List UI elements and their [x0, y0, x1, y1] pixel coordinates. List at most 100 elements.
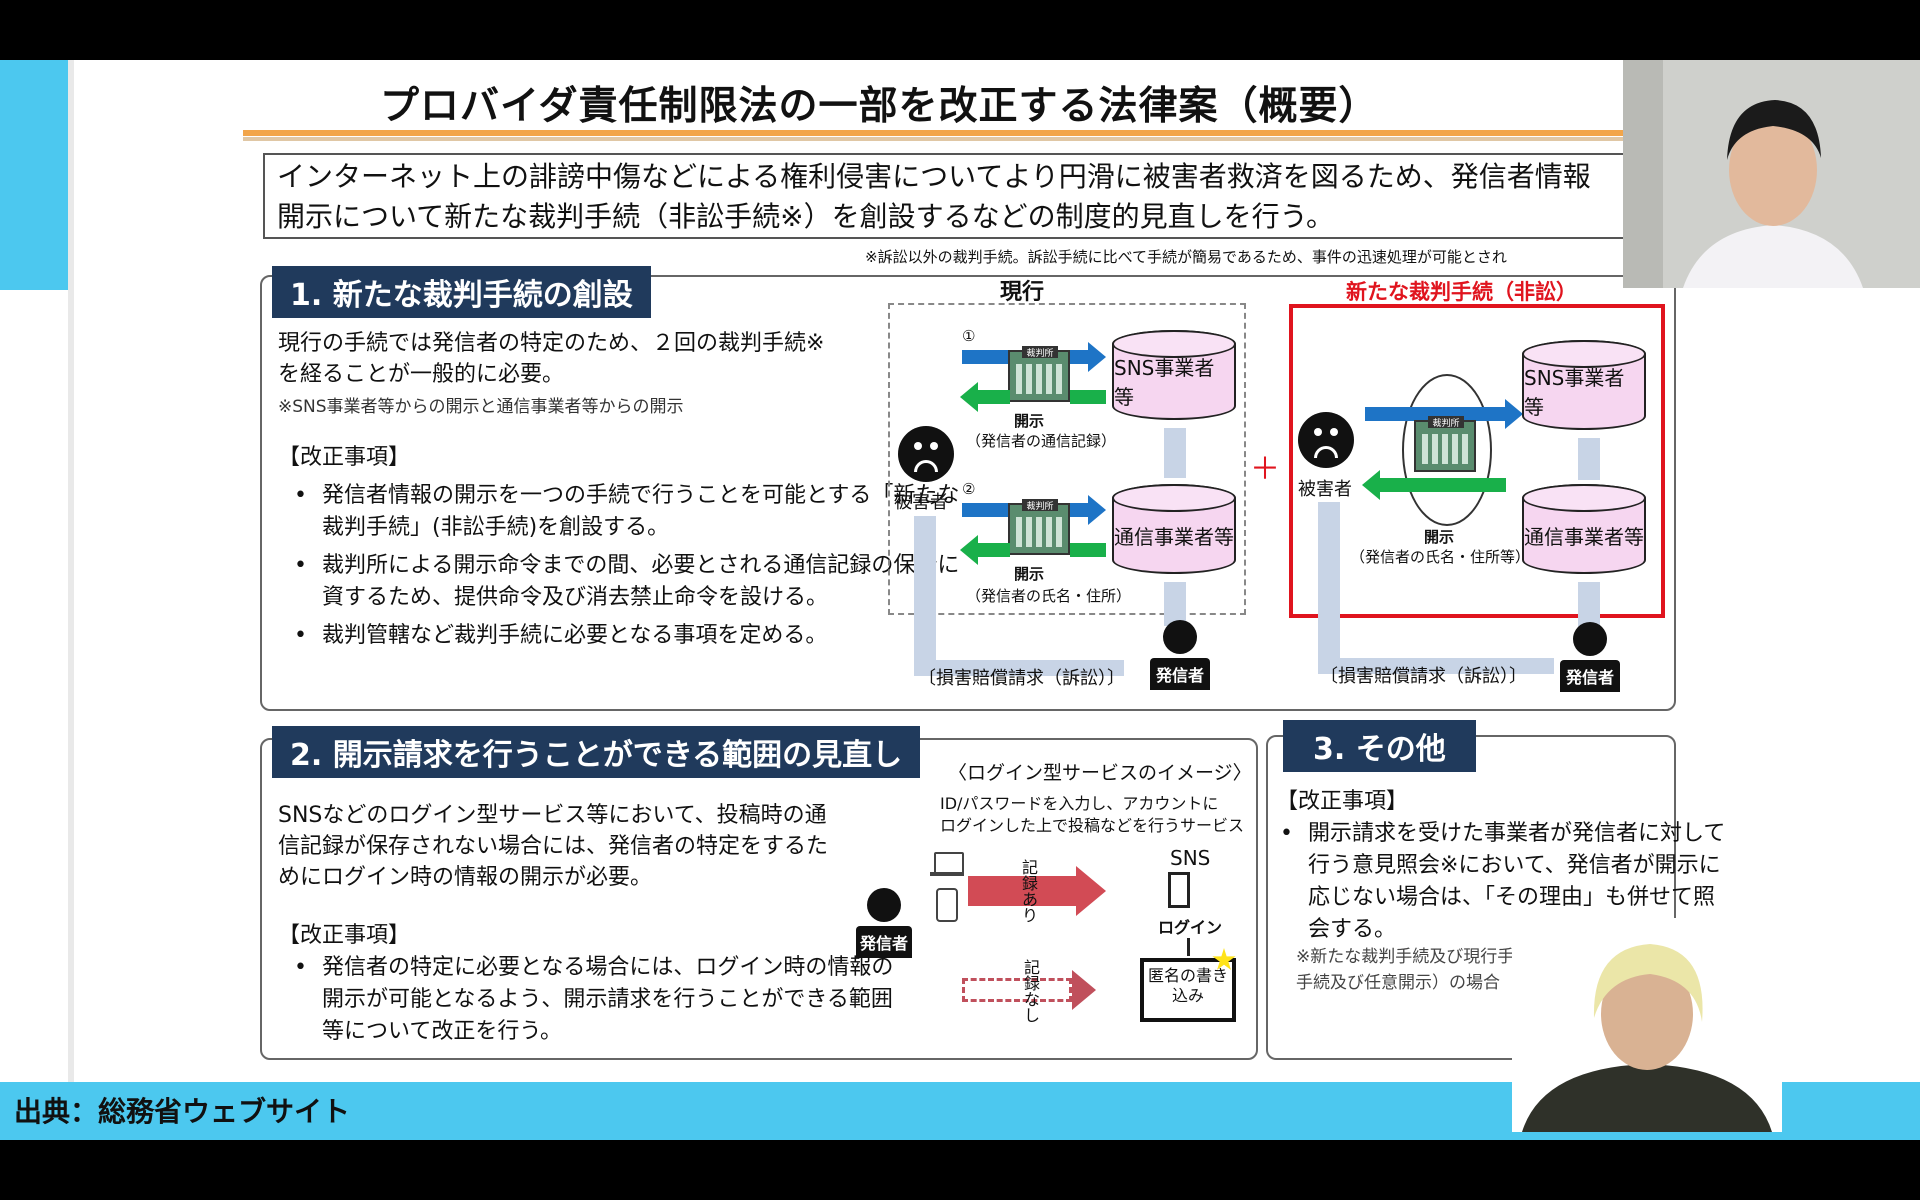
- presenter-1-avatar: [1623, 60, 1920, 288]
- flow-connector: [1318, 658, 1554, 674]
- disclose-label-2: 開示: [1014, 565, 1045, 583]
- title-underline-shadow: [243, 137, 1623, 141]
- sender-label: 発信者: [856, 926, 912, 958]
- request-arrow-2a: [962, 503, 1008, 517]
- summary-box: インターネット上の誹謗中傷などによる権利侵害についてより円滑に被害者救済を図るた…: [263, 153, 1626, 239]
- arrow-head-left: [960, 382, 978, 412]
- summary-text: インターネット上の誹謗中傷などによる権利侵害についてより円滑に被害者救済を図るた…: [277, 160, 1591, 233]
- section3-revision-label: 【改正事項】: [1276, 789, 1409, 814]
- section2-revision-label: 【改正事項】: [278, 923, 411, 948]
- telecom-provider-label: 通信事業者等: [1114, 524, 1234, 549]
- flow-connector: [1318, 502, 1340, 662]
- login-label: ログイン: [1158, 918, 1223, 937]
- disclose-arrow-1a: [978, 390, 1010, 404]
- disclose-detail-2: （発信者の氏名・住所）: [966, 587, 1132, 605]
- section3-bullet: 開示請求を受けた事業者が発信者に対して行う意見照会※において、発信者が開示に応じ…: [1280, 818, 1728, 946]
- section1-text-line1: 現行の手続では発信者の特定のため、２回の裁判手続※: [278, 331, 825, 356]
- sns-provider-database: SNS事業者等: [1522, 340, 1646, 430]
- section1-bullet: 発信者情報の開示を一つの手続で行うことを可能とする「新たな裁判手続」(非訟手続)…: [294, 480, 967, 544]
- record-yes-label: 記録あり: [1022, 858, 1039, 925]
- sender-label: 発信者: [1150, 658, 1210, 690]
- step1-marker: ①: [962, 327, 976, 345]
- telecom-provider-database: 通信事業者等: [1112, 484, 1236, 574]
- sender-icon: 発信者: [856, 888, 912, 958]
- sns-provider-database: SNS事業者等: [1112, 330, 1236, 420]
- new-procedure-label: 新たな裁判手続（非訟）: [1346, 280, 1577, 304]
- section2-bullet: 発信者の特定に必要となる場合には、ログイン時の情報の開示が可能となるよう、開示請…: [294, 952, 914, 1048]
- disclose-label-1: 開示: [1014, 412, 1045, 430]
- section1-bullet: 裁判管轄など裁判手続に必要となる事項を定める。: [294, 620, 967, 652]
- request-arrow-2b: [1070, 503, 1090, 517]
- sender-icon: 発信者: [1560, 622, 1620, 692]
- login-service-desc-line2: ログインした上で投稿などを行うサービス: [940, 816, 1245, 835]
- disclose-arrow-2b: [1070, 543, 1106, 557]
- court-label: 裁判所: [1022, 499, 1058, 512]
- section1-bullet: 裁判所による開示命令までの間、必要とされる通信記録の保全に資するため、提供命令及…: [294, 550, 967, 614]
- sender-icon: 発信者: [1150, 620, 1210, 690]
- anonymous-post-label: 匿名の書き込み: [1147, 966, 1228, 1005]
- sender-label: 発信者: [1560, 660, 1620, 692]
- section1-header: 1. 新たな裁判手続の創設: [272, 266, 651, 318]
- slide-title: プロバイダ責任制限法の一部を改正する法律案（概要）: [380, 84, 1379, 129]
- title-underline: [243, 130, 1623, 136]
- section1-text: 現行の手続では発信者の特定のため、２回の裁判手続※ を経ることが一般的に必要。: [278, 328, 898, 390]
- disclose-detail-new: （発信者の氏名・住所等）: [1350, 548, 1531, 566]
- victim-sad-icon: [1298, 412, 1354, 468]
- sns-provider-label: SNS事業者等: [1524, 366, 1625, 419]
- section3-bullets: 開示請求を受けた事業者が発信者に対して行う意見照会※において、発信者が開示に応じ…: [1252, 818, 1728, 952]
- section1-bullets: 発信者情報の開示を一つの手続で行うことを可能とする「新たな裁判手続」(非訟手続)…: [266, 480, 967, 658]
- arrow-head-right: [1072, 970, 1096, 1010]
- smartphone-icon: [936, 888, 958, 922]
- disclose-arrow-new: [1380, 478, 1506, 492]
- disclose-arrow-1b: [1070, 390, 1106, 404]
- down-arrow-icon: [1187, 938, 1190, 956]
- slide-left-edge: [68, 60, 74, 1085]
- login-service-desc-line1: ID/パスワードを入力し、アカウントに: [940, 794, 1219, 813]
- webcam-presenter-2: [1512, 918, 1782, 1132]
- court-label: 裁判所: [1022, 346, 1058, 359]
- presenter-2-avatar: [1512, 918, 1782, 1132]
- section1-revision-label: 【改正事項】: [278, 445, 411, 470]
- flow-connector: [1578, 438, 1600, 480]
- laptop-base-icon: [930, 872, 964, 876]
- anonymous-post-box: 匿名の書き込み: [1140, 958, 1236, 1022]
- victim-label: 被害者: [1298, 479, 1352, 500]
- telecom-provider-database: 通信事業者等: [1522, 484, 1646, 574]
- disclose-detail-1: （発信者の通信記録）: [966, 432, 1117, 450]
- victim-sad-icon: [898, 426, 954, 482]
- arrow-head-left: [960, 535, 978, 565]
- flow-connector: [914, 516, 936, 666]
- arrow-head-left: [1362, 470, 1380, 500]
- step2-marker: ②: [962, 480, 976, 498]
- section3-note: ※新たな裁判手続及び現行手続（訴訟手続及び任意開示）の場合: [1296, 947, 1583, 993]
- disclose-label-new: 開示: [1424, 528, 1455, 546]
- flow-connector: [1164, 428, 1186, 478]
- disclose-arrow-2a: [978, 543, 1010, 557]
- court-label: 裁判所: [1428, 416, 1464, 429]
- damages-label: 〔損害賠償請求（訴訟）〕: [1320, 666, 1527, 687]
- record-yes-arrow: [968, 876, 1076, 906]
- section1-text-line2: を経ることが一般的に必要。: [278, 362, 565, 387]
- laptop-icon: [934, 852, 964, 874]
- request-arrow-1b: [1070, 350, 1090, 364]
- section3-header: 3. その他: [1283, 720, 1476, 772]
- current-procedure-frame: [888, 303, 1246, 615]
- sns-provider-label: SNS事業者等: [1114, 356, 1215, 409]
- login-door-icon: [1168, 872, 1190, 908]
- arrow-head-right: [1076, 866, 1106, 916]
- arrow-head-right: [1505, 399, 1523, 429]
- sns-label: SNS: [1170, 846, 1211, 870]
- plus-sign: ＋: [1250, 452, 1280, 487]
- arrow-head-right: [1088, 342, 1106, 372]
- court-icon: 裁判所: [1008, 346, 1070, 402]
- section2-header: 2. 開示請求を行うことができる範囲の見直し: [272, 726, 921, 778]
- request-arrow-1a: [962, 350, 1008, 364]
- section2-text: SNSなどのログイン型サービス等において、投稿時の通信記録が保存されない場合には…: [278, 803, 829, 890]
- left-accent-bar: [0, 60, 68, 290]
- summary-note: ※訴訟以外の裁判手続。訴訟手続に比べて手続が簡易であるため、事件の迅速処理が可能…: [865, 248, 1507, 266]
- court-icon: 裁判所: [1008, 499, 1070, 555]
- flow-connector: [914, 660, 1124, 676]
- telecom-provider-label: 通信事業者等: [1524, 524, 1644, 549]
- section1-note: ※SNS事業者等からの開示と通信事業者等からの開示: [278, 397, 684, 417]
- damages-label: 〔損害賠償請求（訴訟）〕: [918, 668, 1125, 689]
